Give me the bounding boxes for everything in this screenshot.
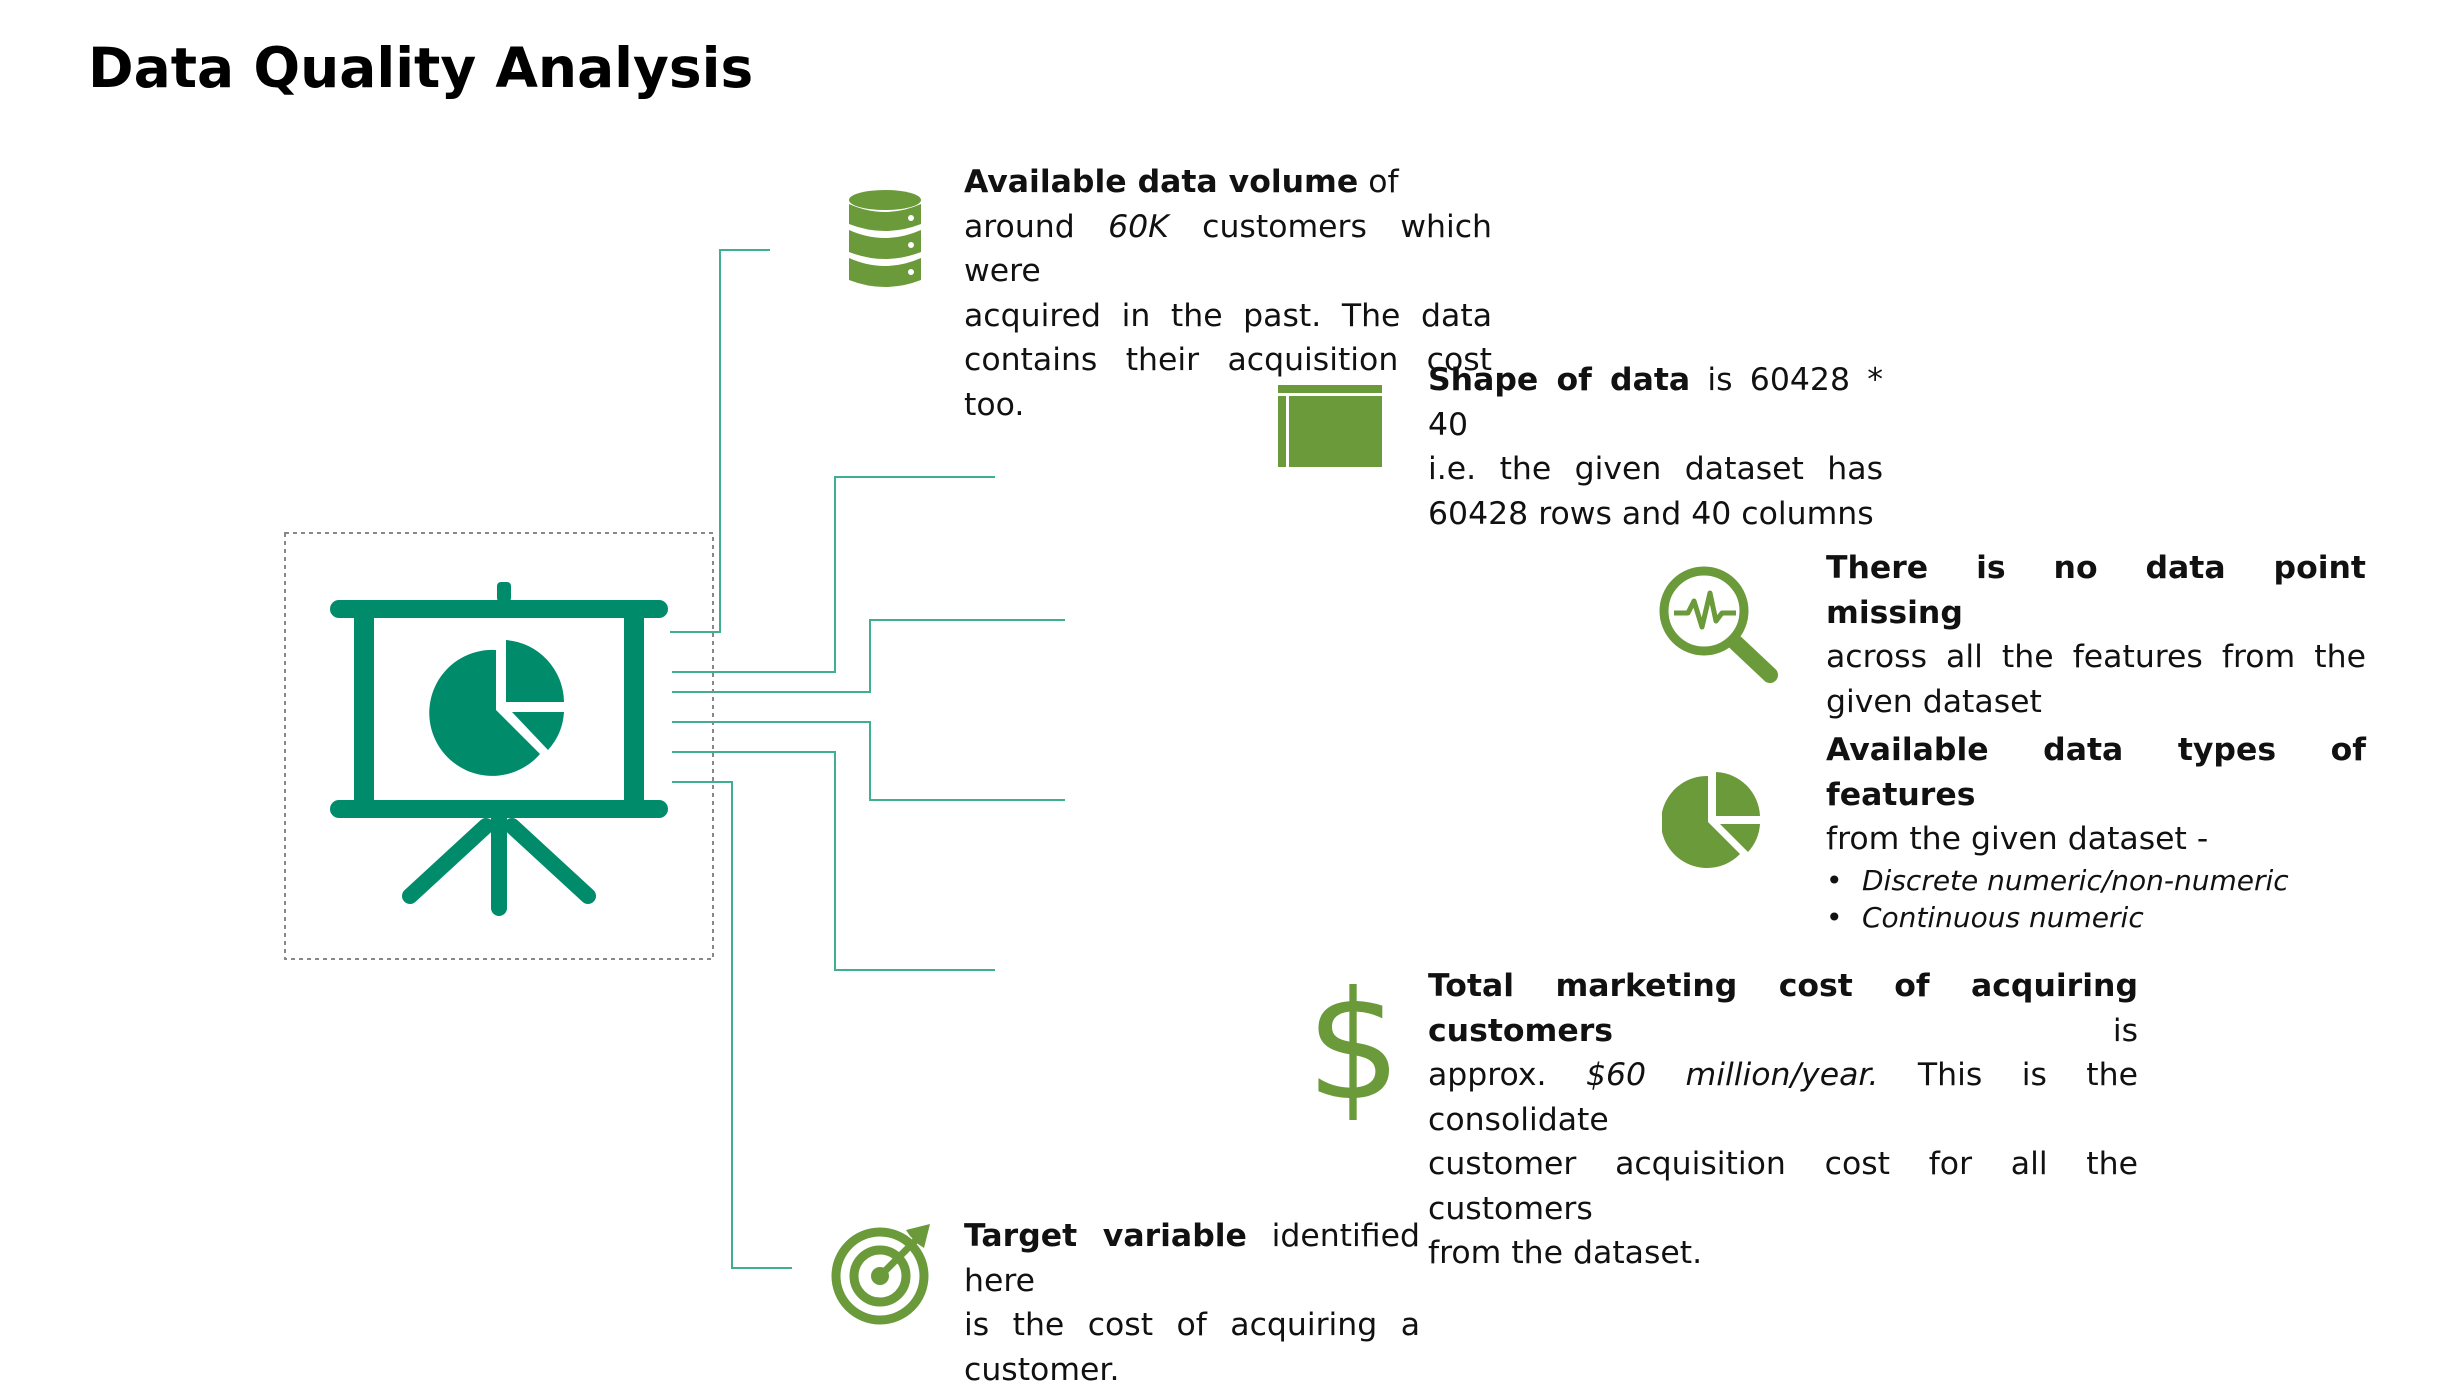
cost-heading: Total marketing cost of acquiring custom… — [1428, 968, 2138, 1049]
volume-text: Available data volume of around 60K cust… — [964, 164, 1492, 423]
target-heading: Target variable — [964, 1218, 1247, 1254]
types-bullet-list: Discrete numeric/non-numeric Continuous … — [1826, 862, 2366, 936]
target-arrow-icon — [831, 1224, 930, 1325]
table-window-icon — [1278, 385, 1382, 467]
missing-heading: There is no data point missing — [1826, 550, 2366, 631]
pie-chart-icon — [1662, 772, 1760, 868]
database-icon — [849, 190, 921, 287]
missing-text: There is no data point missing across al… — [1826, 550, 2366, 720]
center-selection-box — [284, 532, 714, 960]
volume-count: 60K — [1108, 208, 1169, 245]
connector-missing — [672, 619, 1065, 693]
shape-text: Shape of data is 60428 * 40 i.e. the giv… — [1428, 362, 1883, 532]
shape-heading: Shape of data — [1428, 362, 1691, 398]
dollar-sign-icon: $ — [1306, 960, 1402, 1134]
types-text: Available data types of features from th… — [1826, 728, 2366, 936]
cost-amount: $60 million/year. — [1585, 1057, 1879, 1093]
connector-types — [672, 721, 1065, 801]
presentation-board-pie-chart-icon — [330, 582, 668, 916]
list-item: Continuous numeric — [1826, 899, 2366, 936]
connector-cost — [672, 751, 995, 971]
target-text: Target variable identified here is the c… — [964, 1218, 1420, 1388]
connector-shape — [672, 476, 995, 673]
connector-target — [672, 781, 792, 1269]
page-title: Data Quality Analysis — [88, 36, 754, 100]
magnifier-pulse-icon — [1659, 566, 1778, 683]
connector-volume — [670, 249, 770, 633]
cost-text: Total marketing cost of acquiring custom… — [1428, 968, 2138, 1271]
list-item: Discrete numeric/non-numeric — [1826, 862, 2366, 899]
types-heading: Available data types of features — [1826, 732, 2366, 813]
volume-heading-suffix: of — [1358, 164, 1399, 200]
volume-heading: Available data volume — [964, 164, 1359, 200]
